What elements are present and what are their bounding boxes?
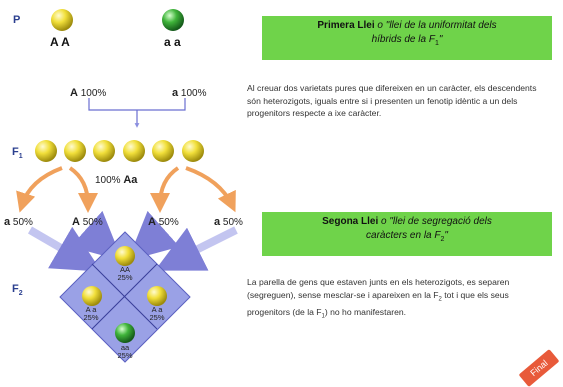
gamete-f1: a 50% [4, 216, 33, 228]
law2-title-box: Segona Llei o "llei de segregació dels c… [262, 212, 552, 256]
fertilization-arrow [27, 226, 102, 272]
f1-result: 100% Aa [95, 174, 138, 186]
generation-f1-label: F1 [12, 146, 23, 161]
gamete-p-left: A 100% [70, 87, 107, 99]
fertilization-arrow [154, 226, 238, 271]
punnett-square [59, 231, 191, 363]
f1-pea [152, 140, 174, 162]
segregation-arrow [16, 166, 63, 213]
f2-pea-left [82, 286, 102, 306]
f1-pea [35, 140, 57, 162]
parent-yellow-pea [51, 9, 73, 31]
parent-right-genotype: a a [164, 35, 181, 49]
f2-pea-right [147, 286, 167, 306]
parent-green-pea [162, 9, 184, 31]
generation-f2-label: F2 [12, 283, 23, 298]
gamete-f1: a 50% [214, 216, 243, 228]
law2-description: La parella de gens que estaven junts en … [247, 277, 510, 320]
f1-pea [123, 140, 145, 162]
segregation-arrow [185, 166, 236, 213]
segregation-arrow [150, 166, 180, 213]
f1-pea [182, 140, 204, 162]
parent-left-genotype: A A [50, 35, 70, 49]
gamete-p-right: a 100% [172, 87, 207, 99]
gamete-connector [88, 98, 186, 111]
fertilization-arrow [70, 210, 123, 261]
f1-pea [93, 140, 115, 162]
gamete-f1: A 50% [148, 216, 179, 228]
segregation-arrow [68, 166, 98, 213]
f2-pea-bottom [115, 323, 135, 343]
f2-pea-top [115, 246, 135, 266]
f1-pea [64, 140, 86, 162]
law1-description: Al creuar dos varietats pures que difere… [247, 83, 537, 118]
gamete-f1: A 50% [72, 216, 103, 228]
generation-p-label: P [13, 14, 21, 26]
law1-title-box: Primera Llei o "llei de la uniformitat d… [262, 16, 552, 60]
fertilization-arrow [127, 210, 180, 261]
